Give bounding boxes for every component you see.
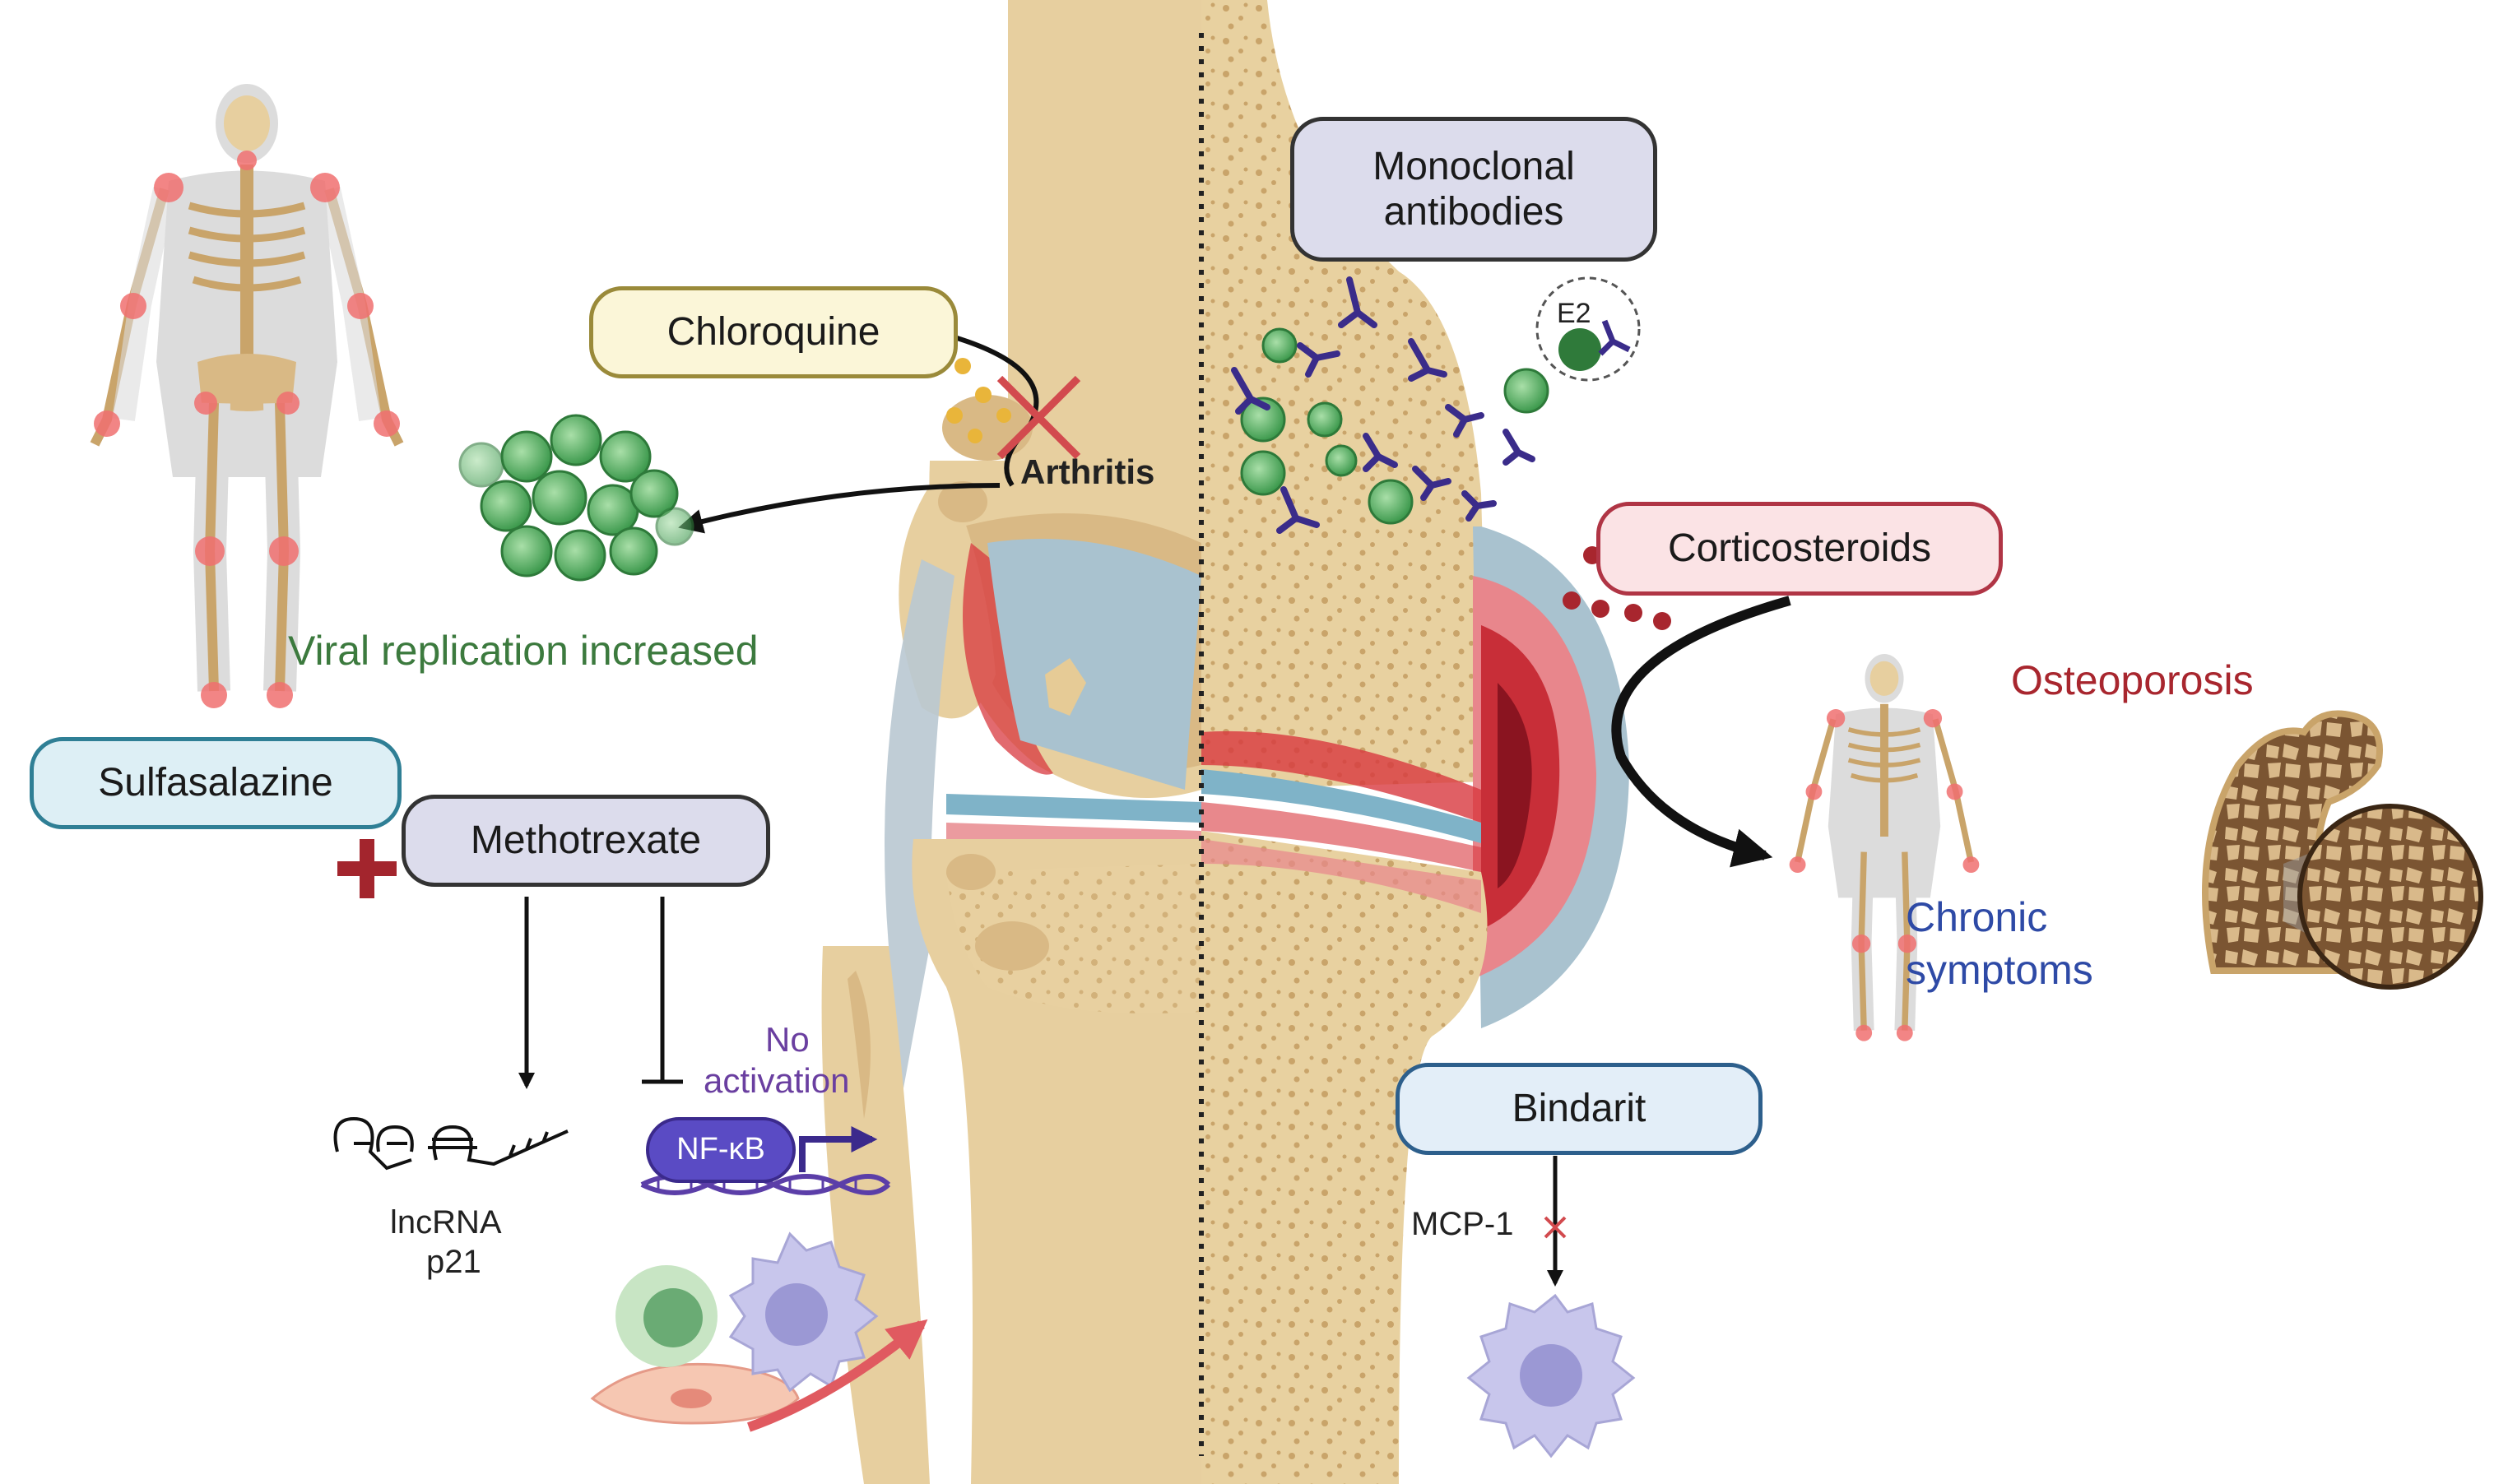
nfkb-label: NF-κB	[676, 1132, 765, 1167]
bindarit-box: Bindarit	[1396, 1063, 1763, 1155]
monoclonal-label-line2: antibodies	[1383, 190, 1564, 234]
corticosteroids-box: Corticosteroids	[1596, 502, 2003, 596]
lncrna-icon	[333, 1116, 569, 1171]
viral-replication-label: Viral replication increased	[288, 628, 759, 674]
skeleton-figure-icon	[90, 84, 404, 708]
mcp1-label: MCP-1	[1411, 1206, 1514, 1242]
sulfasalazine-box: Sulfasalazine	[30, 737, 402, 829]
small-skeleton-icon	[1789, 654, 1980, 1041]
plus-icon	[337, 839, 397, 898]
methotrexate-label: Methotrexate	[470, 819, 702, 863]
arthritis-label: Arthritis	[1020, 452, 1155, 491]
knee-left-half	[821, 0, 1201, 1484]
lncrna-label-line2: p21	[426, 1244, 481, 1280]
chloroquine-inhibition	[678, 335, 1081, 534]
virus-cluster-icon	[458, 414, 694, 582]
immune-cells-icon	[590, 1231, 928, 1432]
chronic-symptoms-line1: Chronic	[1906, 894, 2048, 940]
small-cross-icon	[1544, 1216, 1567, 1239]
sulfasalazine-label: Sulfasalazine	[98, 761, 333, 805]
nfkb-box: NF-κB	[646, 1117, 796, 1183]
cross-mark-icon	[996, 375, 1081, 460]
antibody-virus-cluster-icon	[1231, 276, 1641, 534]
no-activation-line1: No	[765, 1020, 810, 1059]
monoclonal-label-line1: Monoclonal	[1372, 144, 1575, 188]
methotrexate-box: Methotrexate	[402, 795, 770, 887]
corticosteroids-label: Corticosteroids	[1667, 526, 1932, 571]
lncrna-label-line1: lncRNA	[390, 1204, 502, 1241]
osteoporosis-label: Osteoporosis	[2011, 657, 2254, 703]
inhibition-line	[642, 897, 683, 1084]
chloroquine-box: Chloroquine	[589, 286, 958, 378]
bindarit-label: Bindarit	[1512, 1087, 1646, 1131]
monoclonal-box: Monoclonal antibodies	[1290, 117, 1657, 262]
bindarit-flow	[1466, 1156, 1636, 1458]
osteoporotic-bone-icon	[2202, 710, 2483, 990]
e2-label: E2	[1557, 298, 1591, 329]
knee-right-half	[1201, 0, 1629, 1484]
no-activation-line2: activation	[704, 1061, 850, 1100]
chloroquine-label: Chloroquine	[666, 310, 880, 355]
chronic-symptoms-line2: symptoms	[1906, 947, 2093, 993]
